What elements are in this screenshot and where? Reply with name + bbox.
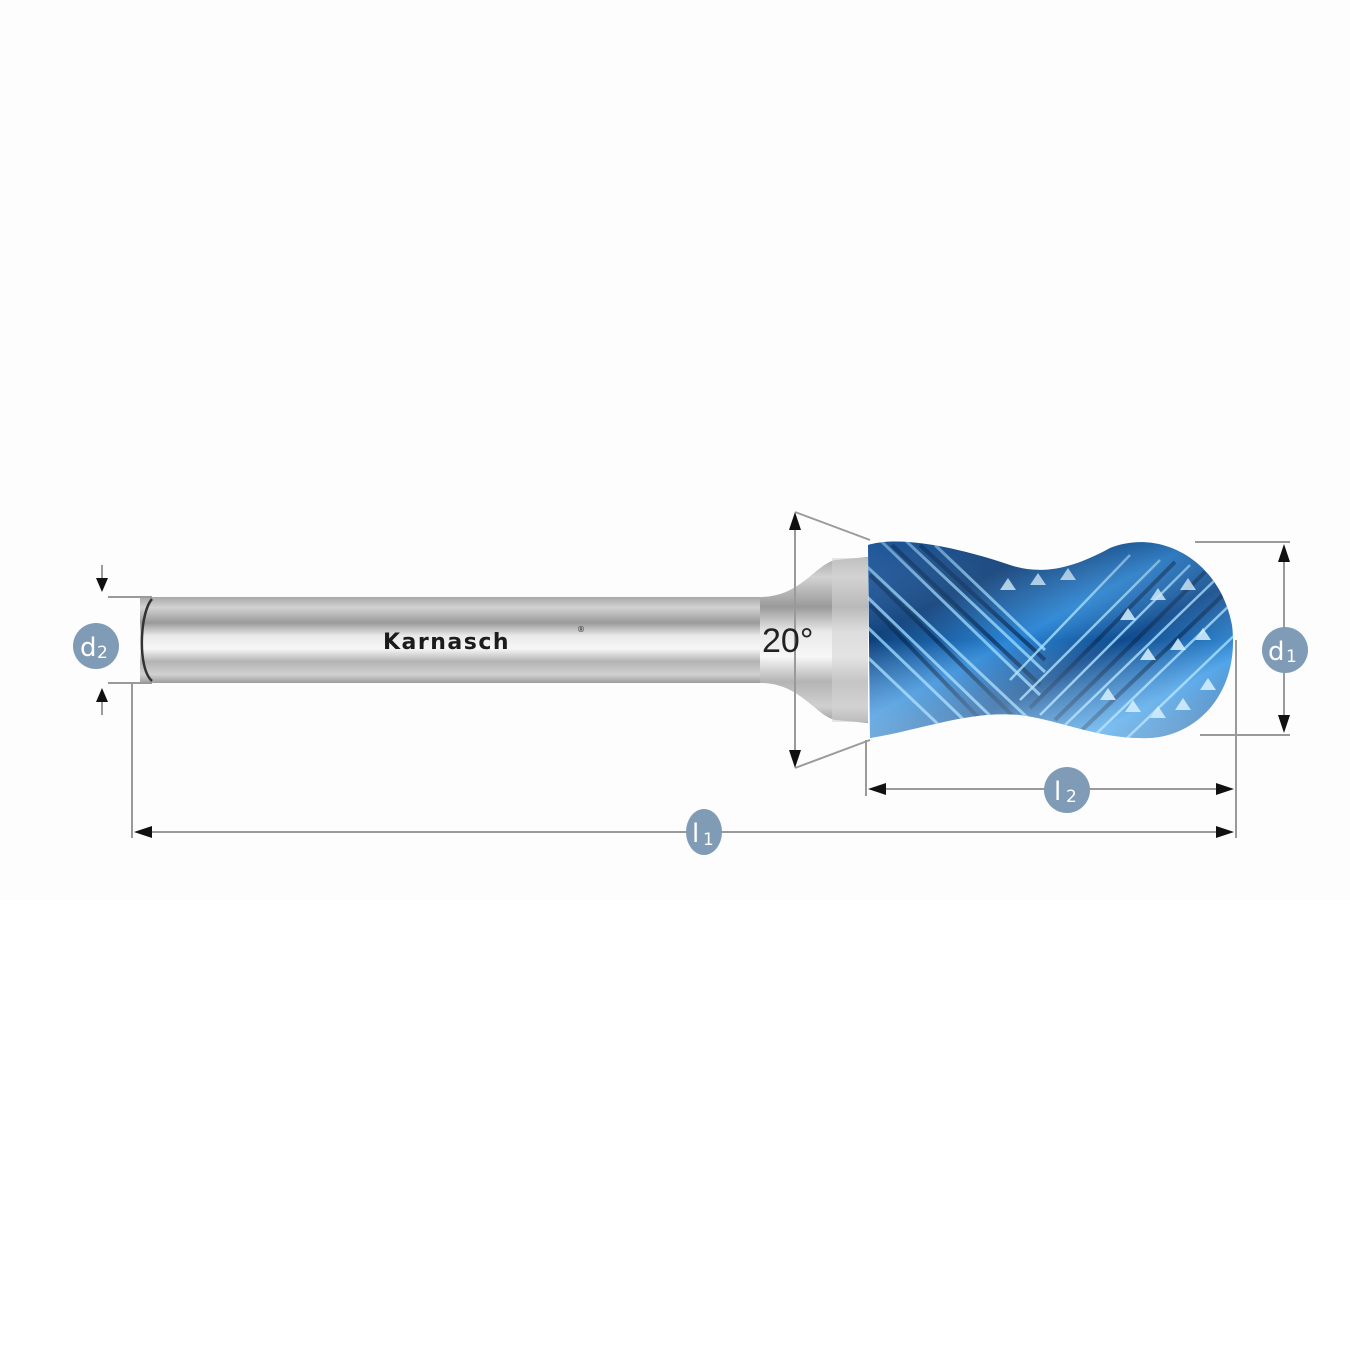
badge-l2: l 2 xyxy=(1044,767,1090,813)
badge-l1: l 1 xyxy=(686,809,722,855)
badge-symbol: d xyxy=(1268,637,1285,667)
registered-mark: ® xyxy=(577,625,585,634)
badge-subscript: 2 xyxy=(1066,787,1077,807)
badge-d1: d 1 xyxy=(1262,627,1308,673)
arrow-up-icon xyxy=(1278,544,1290,562)
badge-symbol: l xyxy=(692,819,699,849)
arrow-left-icon xyxy=(868,783,886,795)
shank xyxy=(139,557,868,723)
cutting-head xyxy=(868,541,1234,739)
flute-pattern xyxy=(868,541,1234,739)
badge-subscript: 1 xyxy=(1286,647,1297,667)
badge-symbol: l xyxy=(1054,777,1061,807)
arrow-up-icon xyxy=(789,512,801,530)
arrow-up-icon xyxy=(96,688,108,702)
arrow-down-icon xyxy=(789,750,801,768)
background-band xyxy=(0,0,1350,900)
brand-logo: Karnasch xyxy=(383,630,510,655)
arrow-down-icon xyxy=(1278,715,1290,733)
badge-symbol: d xyxy=(80,633,97,663)
arrowheads xyxy=(96,512,1290,838)
badge-subscript: 2 xyxy=(97,643,108,663)
arrow-left-icon xyxy=(134,826,152,838)
arrow-right-icon xyxy=(1216,783,1234,795)
arrow-right-icon xyxy=(1216,826,1234,838)
arrow-down-icon xyxy=(96,578,108,592)
badge-subscript: 1 xyxy=(703,830,714,850)
angle-label: 20° xyxy=(762,622,813,660)
badge-d2: d 2 xyxy=(73,623,119,669)
